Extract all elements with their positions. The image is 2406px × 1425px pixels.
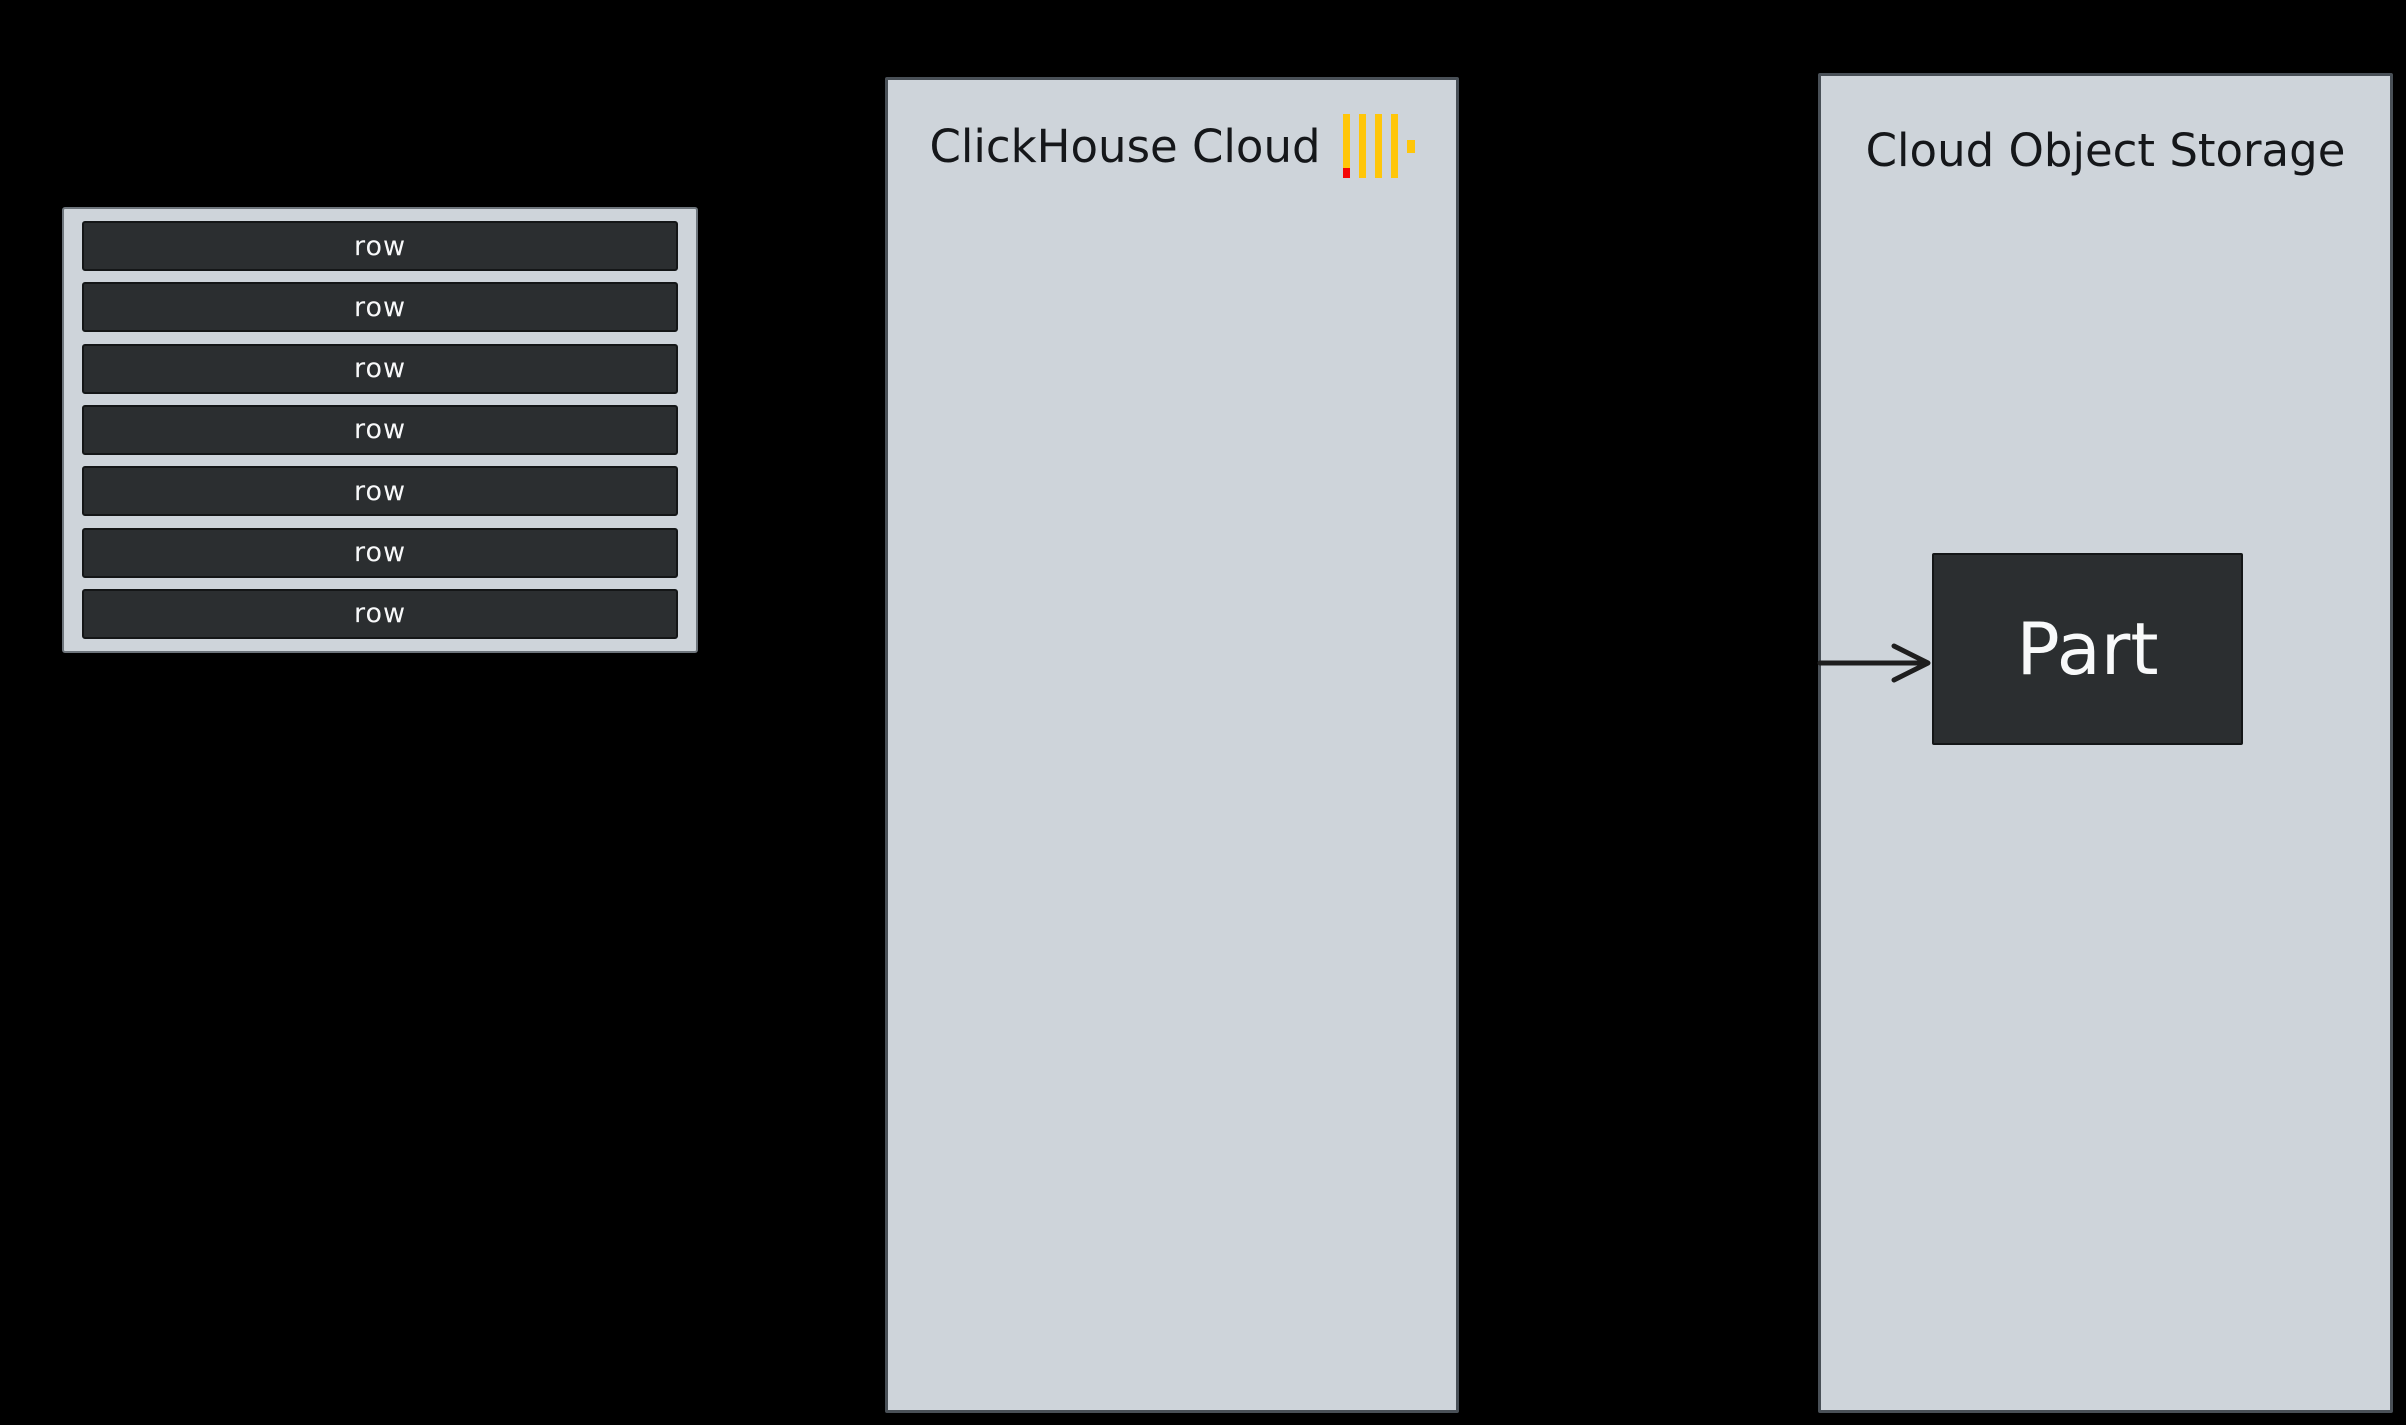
cloud-object-storage-header: Cloud Object Storage [1821,76,2390,224]
table-row: row [82,527,678,578]
part-label: Part [2016,607,2159,691]
logo-bar [1374,114,1382,178]
table-row: row [82,343,678,394]
table-row: row [82,404,678,455]
clickhouse-cloud-header: ClickHouse Cloud [888,80,1456,212]
table-row: row [82,282,678,333]
cloud-object-storage-title: Cloud Object Storage [1865,123,2346,177]
table-row: row [82,588,678,639]
logo-bar [1390,114,1398,178]
table-row: row [82,466,678,517]
cloud-object-storage-panel: Cloud Object Storage Part [1818,73,2393,1413]
row-stack: row row row row row row row [62,207,698,653]
clickhouse-cloud-panel: ClickHouse Cloud [885,77,1459,1413]
clickhouse-logo-icon [1342,114,1415,178]
part-box: Part [1932,553,2243,745]
clickhouse-cloud-title: ClickHouse Cloud [929,119,1321,173]
logo-bar [1342,114,1350,178]
table-row: row [82,221,678,271]
arrow-icon [1782,638,1942,688]
logo-dot [1406,139,1415,153]
logo-bar [1358,114,1366,178]
